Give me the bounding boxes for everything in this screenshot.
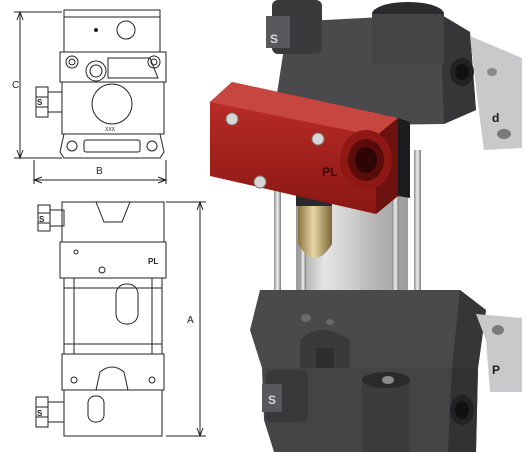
side-label-s-top: S <box>39 215 45 224</box>
front-top-block <box>63 9 161 53</box>
dim-label-c: C <box>12 80 19 91</box>
dim-label-b: B <box>96 166 103 177</box>
side-bottom-head <box>61 353 165 391</box>
render-tie-rod-right <box>392 150 399 300</box>
render-pilot-valve <box>298 206 332 244</box>
render-bracket-bottom <box>476 314 522 392</box>
render-tie-rod-left <box>274 150 281 300</box>
side-bottom-fitting <box>35 396 65 428</box>
side-pilot-valve <box>115 283 139 325</box>
pump-render <box>210 0 522 452</box>
render-screw <box>225 112 239 126</box>
render-bracket-top <box>470 36 522 150</box>
front-view-drawing <box>14 9 168 184</box>
side-label-pl: PL <box>148 257 158 266</box>
render-label-pl: PL <box>322 165 337 179</box>
dim-label-a: A <box>187 315 194 326</box>
front-label-s: S <box>37 98 43 107</box>
render-label-d: d <box>492 111 499 125</box>
front-side-fitting <box>35 86 63 118</box>
render-label-s-top: S <box>270 32 278 46</box>
dimension-a <box>166 200 206 438</box>
side-barrel <box>63 277 163 355</box>
front-top-port <box>116 20 136 40</box>
side-top-fitting <box>37 204 65 232</box>
dimension-b <box>32 160 168 184</box>
render-label-s-bottom: S <box>268 393 276 407</box>
side-view-drawing <box>35 200 206 438</box>
render-label-p: P <box>492 363 500 377</box>
front-center-port <box>91 83 133 125</box>
front-engraving: XXX <box>105 127 116 133</box>
dimension-c <box>14 10 62 160</box>
side-label-s-bottom: S <box>37 409 43 418</box>
render-bottom-head <box>250 290 486 368</box>
front-base <box>59 133 165 159</box>
side-base <box>63 389 163 437</box>
